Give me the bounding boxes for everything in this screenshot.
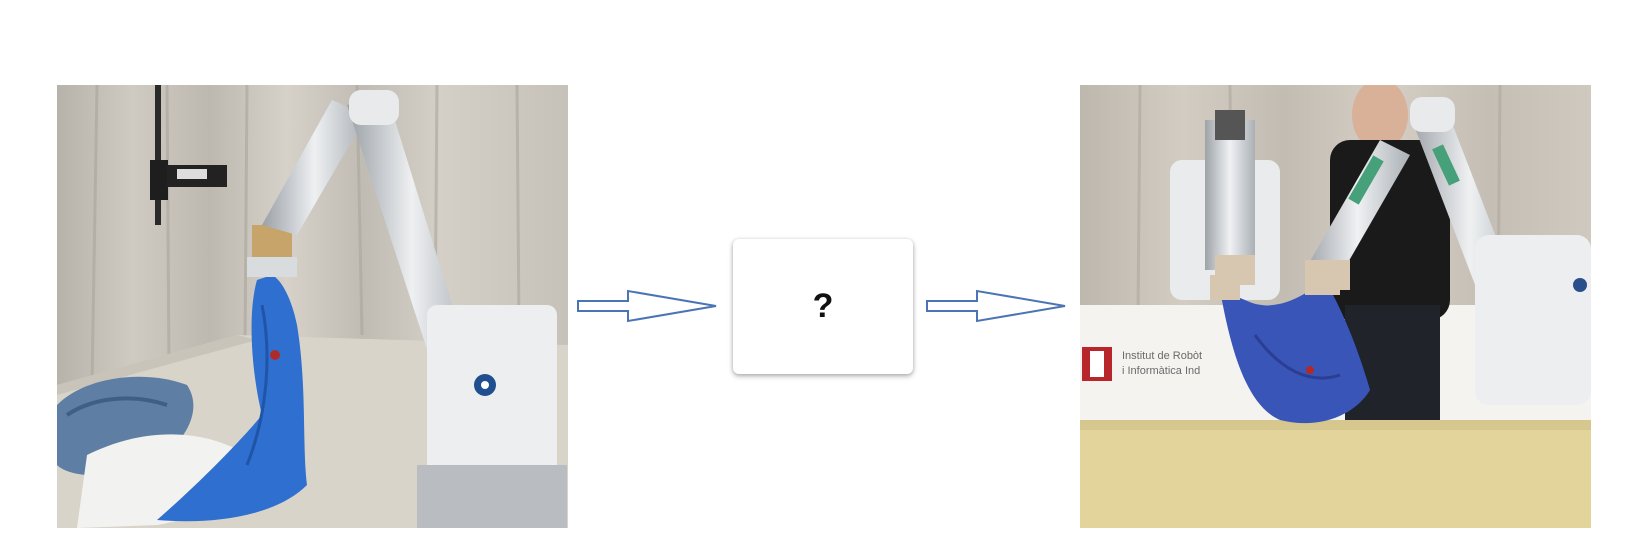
sign-text-line-2: i Informàtica Ind [1122,365,1200,377]
sign-text-line-1: Institut de Robòt [1122,350,1202,362]
arrow-input-to-unknown [576,288,720,324]
unknown-step-label: ? [812,287,834,325]
two-robot-arms-holding-shirt-image: Institut de Robòt i Informàtica Ind [1080,85,1591,528]
unknown-step-box: ? [733,239,913,374]
right-arrow-icon [577,289,717,323]
institute-logo-icon [1082,347,1112,381]
output-photo: Institut de Robòt i Informàtica Ind [1080,85,1591,528]
robot-arm-grasping-shirt-image [57,85,568,528]
right-arrow-icon [926,289,1066,323]
arrow-unknown-to-output [925,288,1069,324]
input-photo [57,85,568,528]
